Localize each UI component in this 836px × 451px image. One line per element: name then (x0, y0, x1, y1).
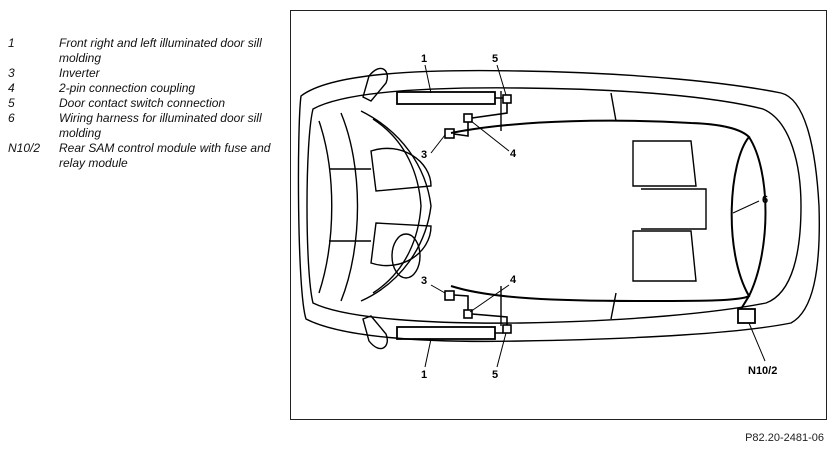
callout-5-top: 5 (492, 53, 498, 65)
callout-1-bottom: 1 (421, 369, 427, 381)
rear-bench (641, 188, 707, 230)
legend: 1 Front right and left illuminated door … (8, 36, 278, 171)
callout-3-top: 3 (421, 149, 427, 161)
legend-number: 4 (8, 81, 15, 95)
legend-number: 5 (8, 96, 15, 110)
callout-4-bottom: 4 (510, 274, 517, 286)
top-wiring (453, 97, 508, 137)
top-sill-molding (396, 91, 496, 105)
hood-line (329, 168, 371, 242)
car-top-view-diagram: 1 5 3 4 3 4 1 5 6 N10/2 (297, 53, 820, 381)
diagram-frame: 1 5 3 4 3 4 1 5 6 N10/2 (290, 10, 827, 420)
left-mirror (362, 67, 388, 102)
rear-seat (632, 230, 697, 282)
front-seat (370, 222, 432, 267)
rear-seat (632, 140, 697, 187)
callout-5-bottom: 5 (492, 369, 498, 381)
legend-text: 2-pin connection coupling (59, 81, 196, 95)
legend-row: 4 2-pin connection coupling (8, 81, 278, 96)
legend-number: 3 (8, 66, 15, 80)
bottom-door-contact-connection (502, 324, 512, 334)
legend-text: Inverter (59, 66, 100, 80)
legend-number: 1 (8, 36, 15, 50)
legend-row: 3 Inverter (8, 66, 278, 81)
callout-6: 6 (762, 194, 768, 206)
leader-lines (424, 64, 766, 368)
legend-number: 6 (8, 111, 15, 125)
bottom-sill-molding (396, 326, 496, 340)
right-mirror (362, 315, 388, 350)
hood-line (340, 112, 359, 302)
front-seat (370, 147, 432, 192)
legend-number: N10/2 (8, 141, 41, 155)
bottom-wiring (453, 294, 508, 334)
legend-row: 1 Front right and left illuminated door … (8, 36, 278, 66)
bottom-inverter (444, 290, 455, 301)
figure-reference-code: P82.20-2481-06 (745, 432, 824, 444)
top-inverter (444, 128, 455, 139)
legend-row: 6 Wiring harness for illuminated door si… (8, 111, 278, 141)
callout-4-top: 4 (510, 148, 517, 160)
windshield (360, 110, 432, 302)
top-door-contact-connection (502, 94, 512, 104)
steering-wheel (391, 233, 421, 279)
legend-text: Rear SAM control module with fuse and re… (59, 141, 271, 170)
callout-3-bottom: 3 (421, 275, 427, 287)
legend-text: Front right and left illuminated door si… (59, 36, 262, 65)
rear-sam-control-module (737, 308, 756, 324)
legend-text: Door contact switch connection (59, 96, 226, 110)
rear-harness (740, 136, 767, 310)
top-connection-coupling (463, 113, 473, 123)
legend-row: 5 Door contact switch connection (8, 96, 278, 111)
car-body-outline (297, 69, 820, 343)
car-body-inner-line (306, 87, 802, 324)
callout-n10-2: N10/2 (748, 365, 777, 377)
callout-1-top: 1 (421, 53, 427, 65)
legend-row: N10/2 Rear SAM control module with fuse … (8, 141, 278, 171)
hood-line (318, 120, 333, 294)
cabin-roof-opening (450, 119, 751, 303)
legend-text: Wiring harness for illuminated door sill… (59, 111, 262, 140)
door-line (610, 92, 617, 320)
windshield-inner (372, 118, 422, 294)
